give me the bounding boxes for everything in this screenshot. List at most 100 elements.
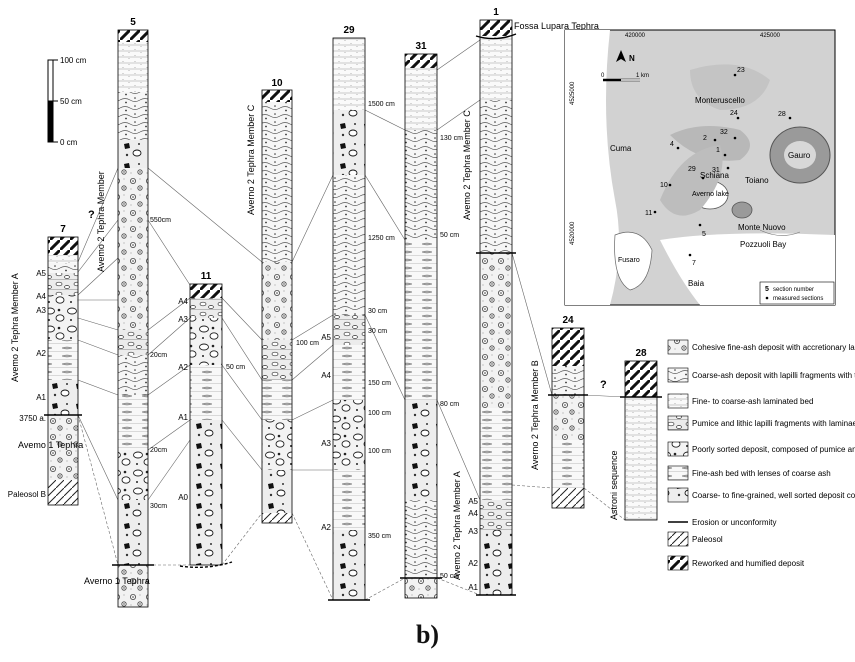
map-section-32: 32: [720, 129, 728, 136]
label-7-a1: A1: [36, 393, 46, 402]
legend-item-coarse: Coarse- to fine-grained, well sorted dep…: [668, 488, 855, 502]
scale-label-50: 50 cm: [60, 97, 82, 106]
pattern-legend: Cohesive fine-ash deposit with accretion…: [668, 340, 855, 570]
column-number-5: 5: [130, 17, 136, 28]
unit-1-member-c: Avemo 2 Tephra Member C: [462, 110, 472, 220]
map-legend-number: 5: [765, 286, 769, 293]
label-11-50: 50 cm: [226, 364, 245, 371]
label-7-a2: A2: [36, 349, 46, 358]
label-7-a5: A5: [36, 269, 46, 278]
label-29-a3: A3: [321, 439, 331, 448]
label-7-age: 3750 a.: [19, 414, 46, 423]
unit-24-member-b: Averno 2 Tephra Member B: [530, 360, 540, 470]
place-pozzuoli-bay: Pozzuoli Bay: [740, 240, 786, 249]
legend-label-coarse: Coarse- to fine-grained, well sorted dep…: [692, 491, 855, 500]
map-scale-end: 1 km: [636, 73, 649, 79]
question-mark-7: ?: [88, 209, 95, 221]
map-section-23: 23: [737, 67, 745, 74]
map-section-31: 31: [712, 167, 720, 174]
legend-item-traction: Coarse-ash deposit with lapilli fragment…: [668, 368, 855, 382]
column-number-7: 7: [60, 224, 66, 235]
legend-label-lenses: Fine-ash bed with lenses of coarse ash: [692, 469, 831, 478]
section-column-11: 11 A4 A3 A2 A1 A0 50 cm: [178, 271, 245, 567]
legend-item-laminated: Fine- to coarse-ash laminated bed: [668, 394, 813, 408]
grid-label-420000: 420000: [625, 33, 646, 39]
legend-label-poorly: Poorly sorted deposit, composed of pumic…: [692, 445, 855, 454]
label-29-150: 150 cm: [368, 380, 391, 387]
label-7-a4: A4: [36, 292, 46, 301]
label-11-a4: A4: [178, 297, 188, 306]
label-29-30b: 30 cm: [368, 328, 387, 335]
place-gauro: Gauro: [788, 151, 811, 160]
label-5-550: 550cm: [150, 217, 171, 224]
column-number-29: 29: [343, 25, 355, 36]
label-29-1250: 1250 cm: [368, 235, 395, 242]
place-monte-nuovo: Monte Nuovo: [738, 223, 786, 232]
label-31-80: 80 cm: [440, 401, 459, 408]
north-arrow-label: N: [629, 54, 635, 63]
label-29-a2: A2: [321, 523, 331, 532]
label-1-a5: A5: [468, 497, 478, 506]
section-column-10: 10 100 cm Averno 2 Tephra Member C: [246, 78, 319, 523]
legend-label-paleosol: Paleosol: [692, 535, 723, 544]
unit-7-averno2: Avemo 2 Tephra Member A: [10, 273, 20, 382]
label-31-50a: 50 cm: [440, 232, 459, 239]
section-column-24: 24 Averno 2 Tephra Member B: [530, 315, 588, 508]
place-cuma: Cuma: [610, 144, 632, 153]
figure-caption: b): [0, 620, 855, 650]
question-mark-24: ?: [600, 379, 607, 391]
unit-5-averno1: Averno 1 Tephra: [84, 576, 150, 586]
label-7-paleosol: Paleosol B: [8, 490, 46, 499]
legend-item-erosion: Erosion or unconformity: [668, 518, 776, 527]
label-28-astroni: Astroni sequence: [609, 450, 619, 520]
label-29-100a: 100 cm: [368, 410, 391, 417]
place-toiano: Toiano: [745, 176, 769, 185]
map-legend-dot-label: measured sections: [773, 296, 823, 302]
unit-5-averno2: Avemo 2 Tephra Member: [96, 171, 106, 272]
place-baia: Baia: [688, 279, 705, 288]
unit-7-averno1: Avemo 1 Tephra: [18, 440, 83, 450]
section-column-5: 5 550cm 20cm 20cm 30cm Avemo 2 Tephra Me…: [84, 17, 171, 607]
column-number-11: 11: [201, 271, 212, 282]
label-11-a0: A0: [178, 493, 188, 502]
section-column-28: 28 Astroni sequence: [609, 348, 662, 520]
map-legend-number-label: section number: [773, 287, 814, 293]
column-number-1: 1: [493, 7, 499, 18]
grid-label-4520000: 4520000: [570, 221, 576, 245]
legend-item-poorly: Poorly sorted deposit, composed of pumic…: [668, 442, 855, 456]
column-number-31: 31: [415, 41, 427, 52]
label-11-a2: A2: [178, 363, 188, 372]
legend-item-cohesive: Cohesive fine-ash deposit with accretion…: [668, 340, 855, 354]
legend-label-reworked: Reworked and humified deposit: [692, 559, 805, 568]
legend-item-reworked: Reworked and humified deposit: [668, 556, 805, 570]
legend-label-pumice: Pumice and lithic lapilli fragments with…: [692, 419, 855, 428]
legend-item-pumice: Pumice and lithic lapilli fragments with…: [668, 416, 855, 430]
section-column-29: 29 1500 cm 1250 cm 30 cm 30 cm A5 A4 150…: [321, 25, 395, 600]
label-11-a3: A3: [178, 315, 188, 324]
legend-label-traction: Coarse-ash deposit with lapilli fragment…: [692, 371, 855, 380]
label-1-a3: A3: [468, 527, 478, 536]
place-fusaro: Fusaro: [618, 257, 640, 264]
label-29-350: 350 cm: [368, 533, 391, 540]
label-29-30a: 30 cm: [368, 308, 387, 315]
section-column-7: 7 A5 A4 A3 A2 A1 3750 a. Paleosol B Avem…: [8, 224, 83, 505]
label-10-100: 100 cm: [296, 340, 319, 347]
scale-bar: 100 cm 50 cm 0 cm: [48, 56, 87, 147]
legend-item-lenses: Fine-ash bed with lenses of coarse ash: [668, 466, 831, 480]
label-31-130: 130 cm: [440, 135, 463, 142]
grid-label-4525000: 4525000: [570, 81, 576, 105]
grid-label-425000: 425000: [760, 33, 781, 39]
legend-label-laminated: Fine- to coarse-ash laminated bed: [692, 397, 813, 406]
scale-label-0: 0 cm: [60, 138, 78, 147]
label-5-20a: 20cm: [150, 352, 167, 359]
map-section-4: 4: [670, 141, 674, 148]
scale-label-100: 100 cm: [60, 56, 87, 65]
column-number-10: 10: [271, 78, 283, 89]
label-1-a4: A4: [468, 509, 478, 518]
map-section-7: 7: [692, 260, 696, 267]
label-5-20b: 20cm: [150, 447, 167, 454]
legend-label-erosion: Erosion or unconformity: [692, 518, 776, 527]
column-number-28: 28: [635, 348, 647, 359]
map-section-24: 24: [730, 110, 738, 117]
label-29-a4: A4: [321, 371, 331, 380]
